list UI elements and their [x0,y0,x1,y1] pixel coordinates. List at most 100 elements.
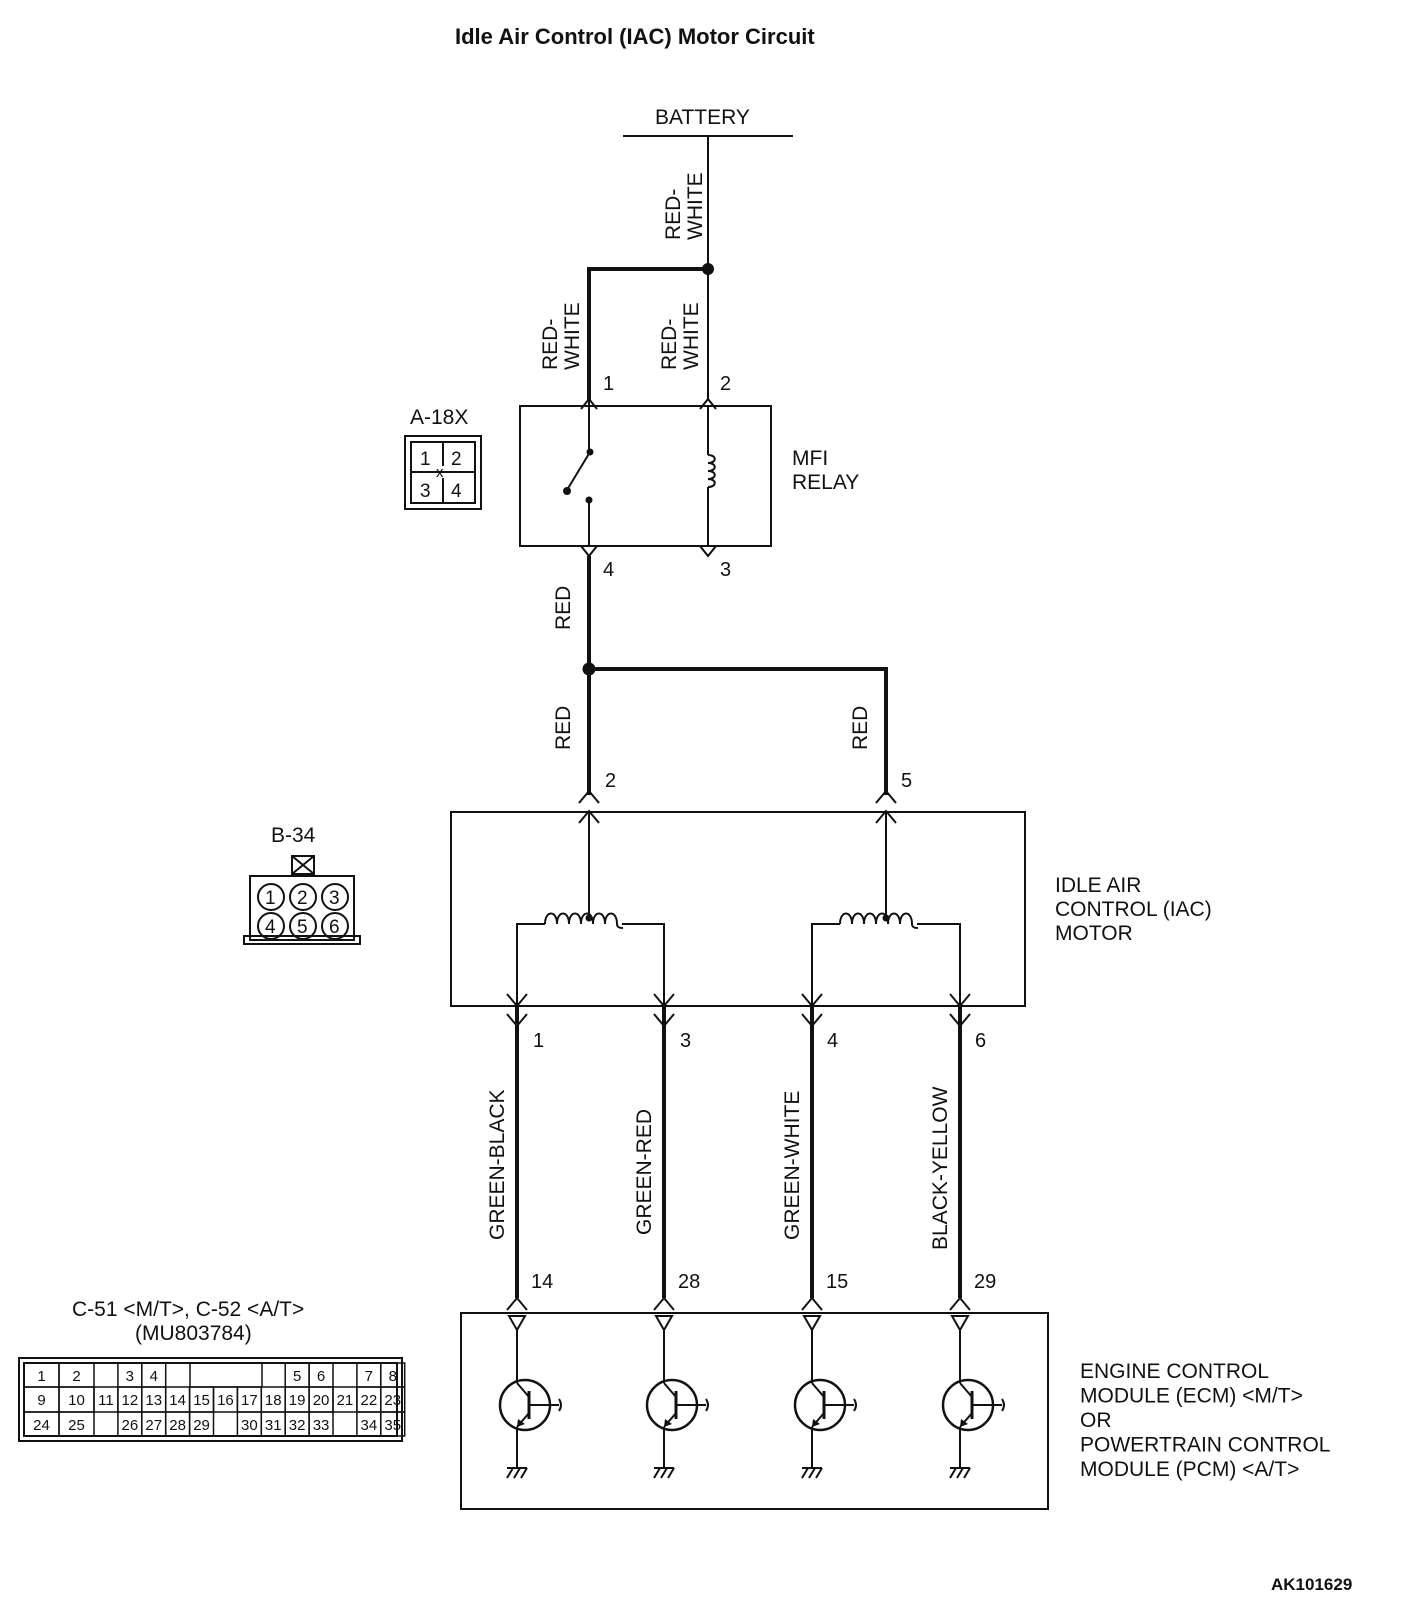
relay-pin4-arrow [580,545,598,558]
ecm-connector-pin-number: 17 [241,1392,258,1409]
ecm-connector-pin-number: 11 [98,1392,114,1409]
relay-coil [707,406,716,546]
ecm-connector-pin-number: 7 [365,1368,373,1385]
ecm-connector-pin-number: 10 [68,1392,85,1409]
ecm-connector-pin-number: 12 [122,1392,139,1409]
iac-coil-b [811,812,961,1006]
ecm-transistor [498,1315,562,1479]
ecm-connector-pin-number: 22 [361,1392,378,1409]
b34-pin-circle [321,912,349,940]
ecm-connector-pin-number: 16 [217,1392,234,1409]
ecm-connector-pin-number: 2 [72,1368,80,1385]
b34-pin-number: 2 [297,888,308,909]
ecm-transistors [498,1315,1005,1479]
branch-wire-pin1 [587,267,708,400]
ecm-connector-pin-number: 35 [384,1417,401,1434]
b34-pin-number: 5 [297,917,308,938]
svg-text:RED: RED [552,706,575,750]
b34-pin-circle [257,912,285,940]
relay-pin3-arrow [699,545,717,558]
battery-label: BATTERY [655,106,750,129]
red-branch-wire [589,667,888,795]
ecm-connector-cell [308,1411,334,1437]
wire-color-iac-pin6: BLACK-YELLOW [929,1086,952,1250]
svg-text:RED-WHITE: RED-WHITE [539,302,584,370]
relay-switch-contact [563,406,594,546]
wire-color-battery-feed: RED-WHITE [662,172,707,240]
diagram-title: Idle Air Control (IAC) Motor Circuit [455,24,815,49]
figure-code: AK101629 [1271,1575,1352,1594]
ecm-connector-pin-number: 25 [68,1417,85,1434]
ecm-connector-pin-number: 13 [145,1392,162,1409]
ecm-connector-pin-number: 32 [289,1417,306,1434]
ecm-connector-pin-number: 8 [389,1368,397,1385]
ecm-connector-cell [58,1411,95,1437]
wire-color-iac-pin2: RED [552,706,575,750]
ecm-connector-pin-number: 24 [33,1417,50,1434]
wire-color-iac-pin1: GREEN-BLACK [486,1089,509,1240]
mfi-relay-box [519,405,772,547]
iac-pin-5: 5 [901,770,912,792]
ecm-connector-pin-number: 4 [150,1368,158,1385]
relay-pin-4: 4 [603,559,614,581]
svg-text:C-51 <M/T>, C-52 <A/T>(MU80378: C-51 <M/T>, C-52 <A/T>(MU803784) [72,1298,304,1345]
ecm-connector-pin-number: 6 [317,1368,325,1385]
b34-pin-circle [289,883,317,911]
ecm-connector-pin-number: 29 [193,1417,210,1434]
ecm-box [460,1312,1049,1510]
b34-connector-code: B-34 [271,824,316,847]
svg-text:GREEN-RED: GREEN-RED [633,1109,656,1235]
a18x-connector-face: 1 2 3 4 x [404,435,482,510]
wire-color-relay-out: RED [552,586,575,630]
ecm-pin-28: 28 [678,1271,700,1293]
ecm-pin-14: 14 [531,1271,553,1293]
svg-text:4: 4 [451,481,462,502]
iac-motor-box [450,811,1026,1007]
ecm-connector-pin-number: 20 [313,1392,330,1409]
svg-text:1: 1 [420,449,431,470]
iac-coil-a [516,812,665,1006]
ecm-connector-pin-number: 28 [169,1417,186,1434]
svg-text:2: 2 [451,449,462,470]
ecm-transistor [645,1315,709,1479]
ecm-connector-key [189,1362,263,1388]
ecm-connector-pin-number: 33 [313,1417,330,1434]
svg-text:RED: RED [552,586,575,630]
relay-pin-3: 3 [720,559,731,581]
svg-text:RED-WHITE: RED-WHITE [662,172,707,240]
svg-text:BLACK-YELLOW: BLACK-YELLOW [929,1086,952,1250]
wire-color-iac-pin3: GREEN-RED [633,1109,656,1235]
relay-pin-2: 2 [720,373,731,395]
ecm-connector-pin-number: 21 [337,1392,354,1409]
b34-pin-circle [289,912,317,940]
ecm-pin14-arrow [506,1296,528,1311]
ecm-pin-15: 15 [826,1271,848,1293]
iac-pin-1: 1 [533,1030,544,1052]
iac-pin-3: 3 [680,1030,691,1052]
ecm-pin15-arrow [801,1296,823,1311]
iac-pin-6: 6 [975,1030,986,1052]
ecm-connector-pin-number: 18 [265,1392,282,1409]
ecm-transistor [941,1315,1005,1479]
b34-pin-circle [321,883,349,911]
b34-pin-number: 1 [265,888,276,909]
ecm-pin29-arrow [949,1296,971,1311]
a18x-connector-code: A-18X [410,406,468,429]
ecm-connector-pin-number: 19 [289,1392,306,1409]
ecm-connector-code: C-51 <M/T>, C-52 <A/T>(MU803784) [72,1298,304,1345]
b34-pin-circle [257,883,285,911]
ecm-connector-pin-number: 1 [37,1368,45,1385]
ecm-connector-pin-number: 3 [126,1368,134,1385]
ecm-connector-pin-number: 14 [169,1392,186,1409]
ecm-connector-pin-number: 15 [193,1392,210,1409]
iac-pin-4: 4 [827,1030,838,1052]
b34-pin-number: 3 [329,888,340,909]
